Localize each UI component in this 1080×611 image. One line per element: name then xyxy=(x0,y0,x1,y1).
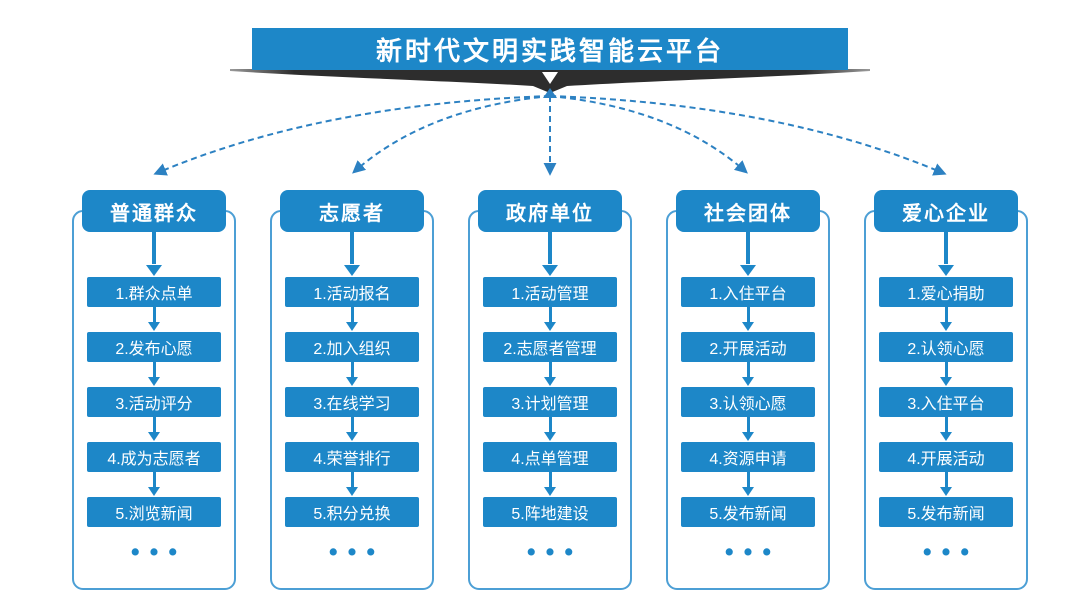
down-arrow-icon xyxy=(269,307,435,332)
step-box: 5.浏览新闻 xyxy=(87,497,221,527)
ellipsis-dots: ••• xyxy=(526,538,584,566)
step-box: 2.志愿者管理 xyxy=(483,332,617,362)
step-box: 3.认领心愿 xyxy=(681,387,815,417)
down-arrow-icon xyxy=(467,232,633,277)
down-arrow-icon xyxy=(71,417,237,442)
down-arrow-icon xyxy=(863,362,1029,387)
step-box: 4.资源申请 xyxy=(681,442,815,472)
step-box: 5.阵地建设 xyxy=(483,497,617,527)
column-header: 政府单位 xyxy=(478,190,622,232)
banner-ribbon-shape xyxy=(230,69,870,93)
step-box: 1.群众点单 xyxy=(87,277,221,307)
step-box: 1.活动管理 xyxy=(483,277,617,307)
column-general-public: 普通群众 1.群众点单 2.发布心愿 3.活动评分 4.成为志愿者 5.浏览新闻… xyxy=(71,190,237,602)
down-arrow-icon xyxy=(665,362,831,387)
down-arrow-icon xyxy=(863,417,1029,442)
step-box: 2.发布心愿 xyxy=(87,332,221,362)
dashed-connector-col5 xyxy=(549,95,947,176)
down-arrow-icon xyxy=(71,232,237,277)
step-box: 1.活动报名 xyxy=(285,277,419,307)
step-box: 3.活动评分 xyxy=(87,387,221,417)
step-box: 2.认领心愿 xyxy=(879,332,1013,362)
column-enterprise: 爱心企业 1.爱心捐助 2.认领心愿 3.入住平台 4.开展活动 5.发布新闻 … xyxy=(863,190,1029,602)
down-arrow-icon xyxy=(71,307,237,332)
down-arrow-icon xyxy=(863,472,1029,497)
ellipsis-dots: ••• xyxy=(328,538,386,566)
down-arrow-icon xyxy=(665,472,831,497)
down-arrow-icon xyxy=(467,307,633,332)
column-header: 爱心企业 xyxy=(874,190,1018,232)
down-arrow-icon xyxy=(269,232,435,277)
banner-down-triangle-icon xyxy=(542,72,558,84)
connector-hub-icon xyxy=(543,88,557,98)
down-arrow-icon xyxy=(665,307,831,332)
step-box: 4.荣誉排行 xyxy=(285,442,419,472)
column-header: 社会团体 xyxy=(676,190,820,232)
step-box: 5.积分兑换 xyxy=(285,497,419,527)
down-arrow-icon xyxy=(71,472,237,497)
step-box: 2.加入组织 xyxy=(285,332,419,362)
down-arrow-icon xyxy=(467,362,633,387)
down-arrow-icon xyxy=(467,417,633,442)
step-box: 1.入住平台 xyxy=(681,277,815,307)
step-box: 5.发布新闻 xyxy=(681,497,815,527)
ellipsis-dots: ••• xyxy=(130,538,188,566)
down-arrow-icon xyxy=(863,232,1029,277)
step-box: 1.爱心捐助 xyxy=(879,277,1013,307)
column-social-group: 社会团体 1.入住平台 2.开展活动 3.认领心愿 4.资源申请 5.发布新闻 … xyxy=(665,190,831,602)
down-arrow-icon xyxy=(665,232,831,277)
dashed-connector-col1 xyxy=(153,95,551,176)
dashed-connector-col2 xyxy=(352,95,551,174)
column-header: 志愿者 xyxy=(280,190,424,232)
column-header: 普通群众 xyxy=(82,190,226,232)
down-arrow-icon xyxy=(269,362,435,387)
platform-title: 新时代文明实践智能云平台 xyxy=(375,35,724,66)
dashed-connector-col4 xyxy=(549,95,748,174)
down-arrow-icon xyxy=(71,362,237,387)
step-box: 2.开展活动 xyxy=(681,332,815,362)
platform-title-banner: 新时代文明实践智能云平台 xyxy=(252,28,848,70)
step-box: 3.计划管理 xyxy=(483,387,617,417)
step-box: 4.点单管理 xyxy=(483,442,617,472)
step-box: 3.入住平台 xyxy=(879,387,1013,417)
down-arrow-icon xyxy=(863,307,1029,332)
column-government: 政府单位 1.活动管理 2.志愿者管理 3.计划管理 4.点单管理 5.阵地建设… xyxy=(467,190,633,602)
step-box: 3.在线学习 xyxy=(285,387,419,417)
step-box: 4.开展活动 xyxy=(879,442,1013,472)
down-arrow-icon xyxy=(467,472,633,497)
down-arrow-icon xyxy=(269,472,435,497)
column-volunteer: 志愿者 1.活动报名 2.加入组织 3.在线学习 4.荣誉排行 5.积分兑换 •… xyxy=(269,190,435,602)
step-box: 5.发布新闻 xyxy=(879,497,1013,527)
down-arrow-icon xyxy=(665,417,831,442)
ellipsis-dots: ••• xyxy=(724,538,782,566)
down-arrow-icon xyxy=(269,417,435,442)
step-box: 4.成为志愿者 xyxy=(87,442,221,472)
ellipsis-dots: ••• xyxy=(922,538,980,566)
